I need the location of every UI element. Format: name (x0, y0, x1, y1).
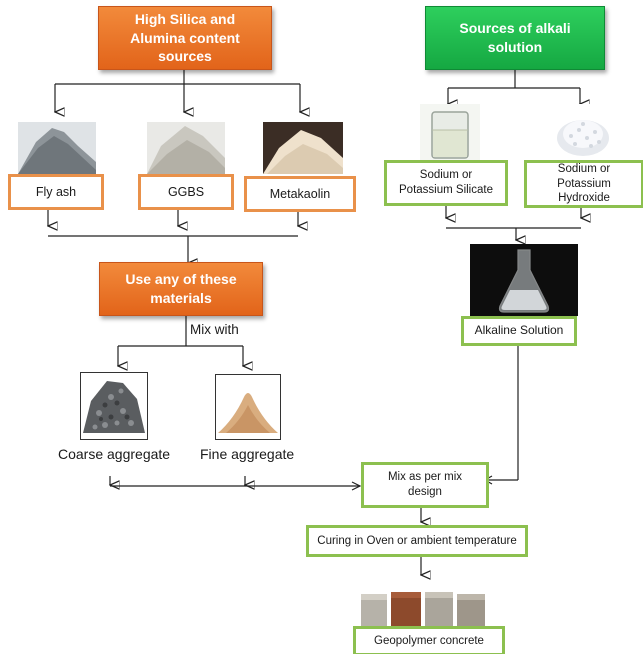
hydroxide-pellets-image (553, 104, 613, 162)
fly-ash-pile-image (18, 122, 96, 174)
material-label: Fly ash (35, 185, 77, 199)
silicate-beaker-image (420, 104, 480, 162)
alkali-label: Sodium or Potassium Silicate (399, 169, 493, 196)
curing-box: Curing in Oven or ambient temperature (306, 525, 528, 557)
coarse-aggregate-image (80, 372, 148, 440)
alkali-sources-box: Sources of alkali solution (425, 6, 605, 70)
use-any-title: Use any of these materials (125, 271, 237, 306)
silica-sources-title: High Silica and Alumina content sources (130, 10, 240, 65)
alkali-silicate: Sodium or Potassium Silicate (384, 160, 508, 206)
mix-design-box: Mix as per mix design (361, 462, 489, 508)
curing-label: Curing in Oven or ambient temperature (317, 534, 517, 547)
geopolymer-concrete-box: Geopolymer concrete (353, 626, 505, 654)
metakaolin-pile-image (263, 122, 343, 174)
fine-aggregate-image (215, 374, 281, 440)
coarse-aggregate-label: Coarse aggregate (58, 446, 171, 462)
mix-with-label: Mix with (190, 322, 239, 337)
material-ggbs: GGBS (138, 174, 234, 210)
ggbs-pile-image (147, 122, 225, 174)
geopolymer-concrete-label: Geopolymer concrete (374, 634, 484, 647)
alkaline-solution-label: Alkaline Solution (474, 323, 564, 338)
silica-sources-box: High Silica and Alumina content sources (98, 6, 272, 70)
alkali-sources-title: Sources of alkali solution (459, 20, 571, 55)
alkali-label: Sodium or Potassium Hydroxide (557, 162, 611, 205)
use-any-materials-box: Use any of these materials (99, 262, 263, 316)
fine-aggregate-label: Fine aggregate (200, 446, 295, 462)
alkali-hydroxide: Sodium or Potassium Hydroxide (524, 160, 643, 208)
alkaline-solution-box: Alkaline Solution (461, 316, 577, 346)
flask-image (470, 244, 578, 316)
material-fly-ash: Fly ash (8, 174, 104, 210)
material-label: GGBS (167, 185, 205, 199)
material-label: Metakaolin (269, 187, 331, 201)
material-metakaolin: Metakaolin (244, 176, 356, 212)
mix-design-label: Mix as per mix design (387, 471, 463, 498)
concrete-blocks-image (359, 588, 487, 628)
